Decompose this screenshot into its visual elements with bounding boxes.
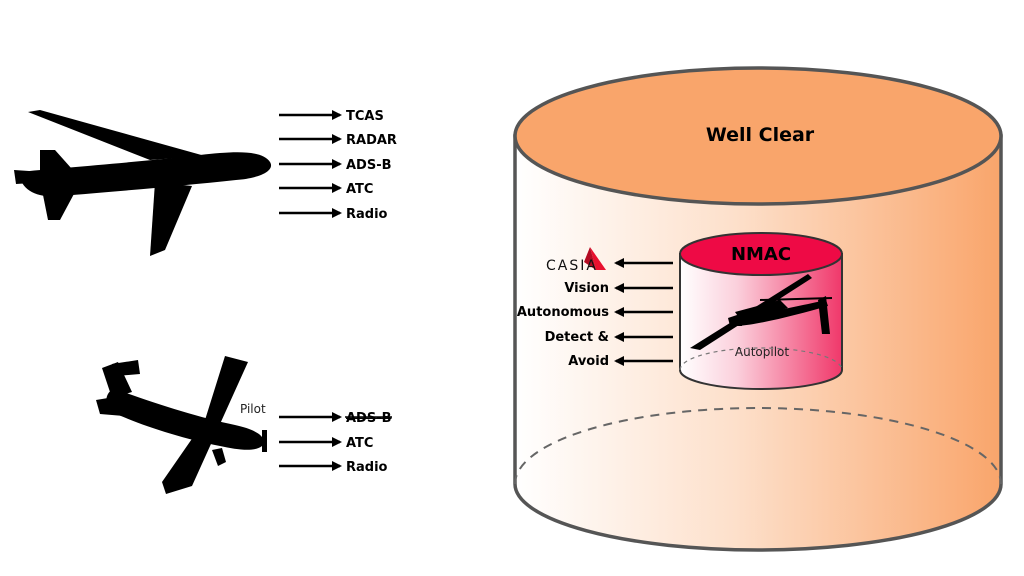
jet-sensor-atc: ATC bbox=[346, 182, 373, 197]
small-plane-sensor-list: ADS-B ATC Radio bbox=[279, 411, 392, 475]
nmac-cylinder: NMAC Autopilot bbox=[679, 232, 843, 390]
nmac-bottom-dashed bbox=[679, 347, 843, 371]
nmac-label: NMAC bbox=[731, 244, 791, 265]
small-sensor-radio: Radio bbox=[346, 460, 388, 475]
jet-sensor-radio: Radio bbox=[346, 207, 388, 222]
pilot-label: Pilot bbox=[240, 402, 266, 416]
well-clear-label: Well Clear bbox=[706, 124, 815, 146]
uav-label-autonomous: Autonomous bbox=[517, 305, 609, 320]
uav-sensor-list: CASIA Vision Autonomous Detect & Avoid bbox=[517, 247, 673, 369]
nmac-top bbox=[679, 232, 843, 276]
uav-label-detect: Detect & bbox=[545, 330, 609, 345]
well-clear-top bbox=[513, 66, 1003, 206]
casia-logo-text: CASIA bbox=[546, 258, 598, 274]
jet-sensor-radar: RADAR bbox=[346, 133, 397, 148]
jet-sensor-tcas: TCAS bbox=[346, 109, 384, 124]
jet-airplane-icon bbox=[14, 110, 272, 256]
small-sensor-atc: ATC bbox=[346, 436, 373, 451]
uav-label-vision: Vision bbox=[564, 281, 609, 296]
jet-sensor-list: TCAS RADAR ADS-B ATC Radio bbox=[279, 109, 397, 222]
uav-glider-icon bbox=[690, 274, 833, 350]
small-sensor-adsb-struck: ADS-B bbox=[346, 411, 392, 426]
uav-label-avoid: Avoid bbox=[568, 354, 609, 369]
casia-logo: CASIA bbox=[546, 247, 606, 274]
small-plane-icon bbox=[96, 356, 267, 494]
jet-sensor-adsb: ADS-B bbox=[346, 158, 392, 173]
autopilot-label: Autopilot bbox=[735, 345, 789, 359]
well-clear-bottom-dashed bbox=[514, 407, 1002, 485]
